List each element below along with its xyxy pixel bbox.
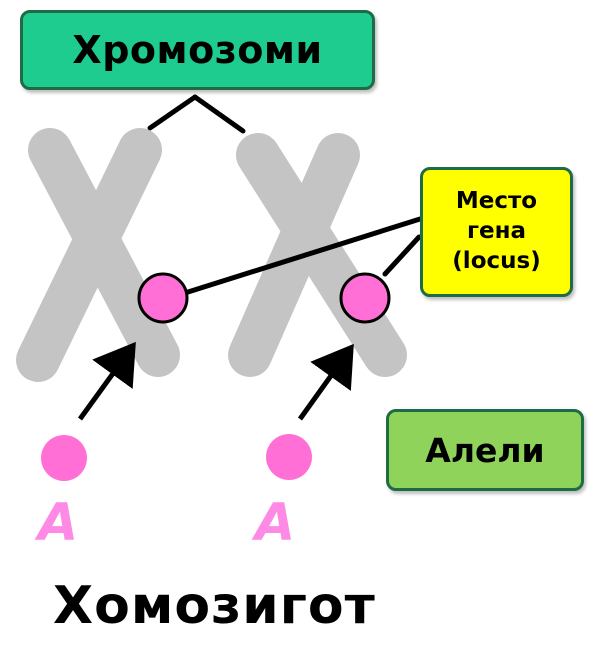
locus-connector-left: [185, 216, 423, 295]
chromosome-right: [228, 133, 407, 377]
gene-locus-label-line-1: Место: [455, 188, 538, 215]
chromosomes-label-text: Хромозоми: [72, 28, 323, 72]
allele-dot-left: [41, 435, 87, 481]
arrow-up-right-icon-left: [77, 341, 136, 421]
alleles-label-text: Алели: [425, 430, 545, 470]
alleles-label: Алели: [386, 409, 584, 491]
arrow-up-right-icon-right: [297, 343, 354, 421]
chromosomes-connector-right: [192, 94, 246, 134]
locus-connector-right: [382, 234, 422, 277]
allele-letter-left: A: [38, 493, 79, 553]
chromosomes-connector-left: [147, 94, 198, 131]
gene-locus-label-line-3: (locus): [452, 247, 541, 274]
allele-letter-right: A: [255, 493, 296, 553]
gene-locus-label-line-2: гена: [466, 218, 527, 245]
chromosomes-label: Хромозоми: [20, 10, 375, 90]
gene-locus-label: Место гена (locus): [420, 167, 573, 297]
allele-dot-right: [266, 434, 312, 480]
gene-locus-left: [137, 272, 189, 324]
chromosome-left: [16, 128, 180, 382]
genotype-title: Хомозигот: [53, 576, 376, 636]
gene-locus-right: [339, 272, 391, 324]
